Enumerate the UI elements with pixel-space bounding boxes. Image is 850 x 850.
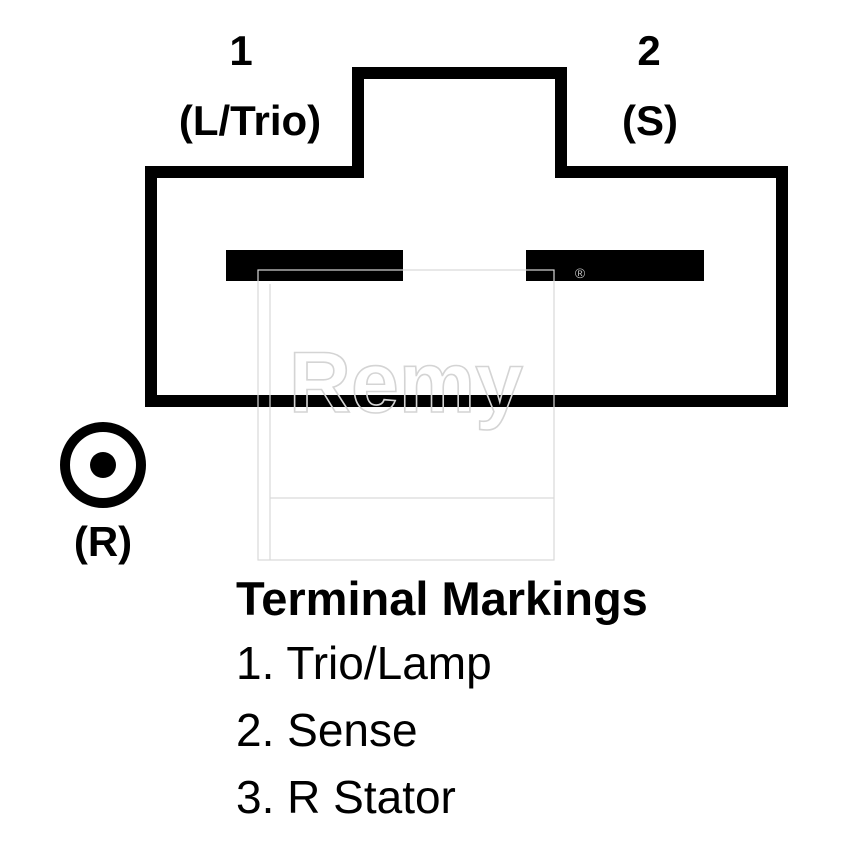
terminal-2-blade	[526, 250, 704, 281]
watermark	[257, 269, 555, 561]
r-terminal-label: (R)	[73, 518, 133, 565]
terminal-markings-legend: Terminal Markings 1. Trio/Lamp 2. Sense …	[236, 575, 648, 841]
connector-housing	[145, 67, 788, 407]
r-terminal-ring	[60, 422, 146, 508]
terminal-2-number: 2	[637, 27, 661, 74]
legend-item-3: 3. R Stator	[236, 771, 456, 823]
terminal-1-label: (L/Trio)	[178, 97, 322, 144]
watermark-registered-mark: ®	[575, 265, 586, 281]
terminal-2-label: (S)	[622, 97, 678, 144]
terminal-1-number: 1	[229, 27, 253, 74]
legend-item-2: 2. Sense	[236, 704, 418, 756]
legend-item-1: 1. Trio/Lamp	[236, 637, 492, 689]
terminal-1-blade	[226, 250, 403, 281]
legend-title: Terminal Markings	[236, 572, 648, 625]
watermark-logo: Remy	[289, 335, 523, 431]
r-terminal-dot	[90, 452, 116, 478]
